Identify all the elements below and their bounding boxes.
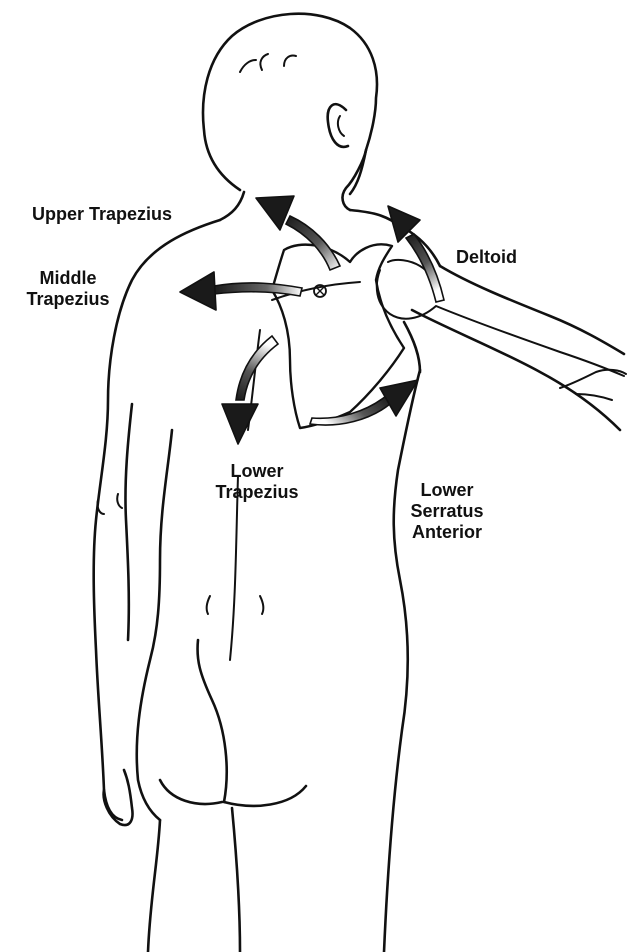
left-elbow-mark — [97, 500, 104, 514]
hair-stroke — [260, 54, 268, 70]
deltoid-arrow — [388, 206, 444, 302]
head-outline — [203, 14, 377, 194]
label-lower-trapezius: Lower Trapezius — [205, 461, 309, 503]
hair-stroke — [240, 60, 256, 72]
hair-stroke — [284, 55, 296, 66]
inner-leg — [232, 808, 240, 952]
label-line: Lower — [205, 461, 309, 482]
label-middle-trapezius: Middle Trapezius — [12, 268, 124, 310]
ear-inner — [338, 116, 344, 136]
upper-trapezius-arrow — [256, 196, 340, 270]
label-line: Trapezius — [12, 289, 124, 310]
left-elbow-mark — [117, 494, 122, 508]
humerus — [377, 270, 624, 376]
left-arm-inner — [125, 404, 132, 640]
label-line: Serratus — [393, 501, 501, 522]
left-hand — [104, 770, 133, 825]
serratus-arrow — [310, 380, 418, 425]
lower-trapezius-arrow — [222, 336, 278, 444]
buttocks-crease — [198, 640, 227, 802]
back-dimple — [207, 596, 210, 614]
label-line: Lower — [393, 480, 501, 501]
middle-trapezius-arrow — [180, 272, 302, 310]
buttocks-left — [160, 780, 222, 804]
right-armpit — [404, 322, 420, 372]
label-deltoid: Deltoid — [456, 247, 517, 268]
left-shoulder-arm — [94, 220, 220, 820]
joint-cross — [316, 287, 324, 295]
back-dimple — [260, 596, 263, 614]
label-lower-serratus-anterior: Lower Serratus Anterior — [393, 480, 501, 543]
spine-line — [230, 476, 238, 660]
label-line: Trapezius — [205, 482, 309, 503]
torso-left — [137, 430, 172, 820]
left-leg — [148, 820, 160, 952]
buttocks-right — [224, 786, 306, 806]
right-arm-lower — [412, 310, 620, 430]
label-upper-trapezius: Upper Trapezius — [32, 204, 172, 225]
neck-left — [220, 192, 244, 220]
label-line: Anterior — [393, 522, 501, 543]
neck-right — [343, 150, 366, 210]
torso-right — [384, 370, 420, 952]
right-arm-upper — [440, 266, 624, 354]
label-line: Middle — [12, 268, 124, 289]
